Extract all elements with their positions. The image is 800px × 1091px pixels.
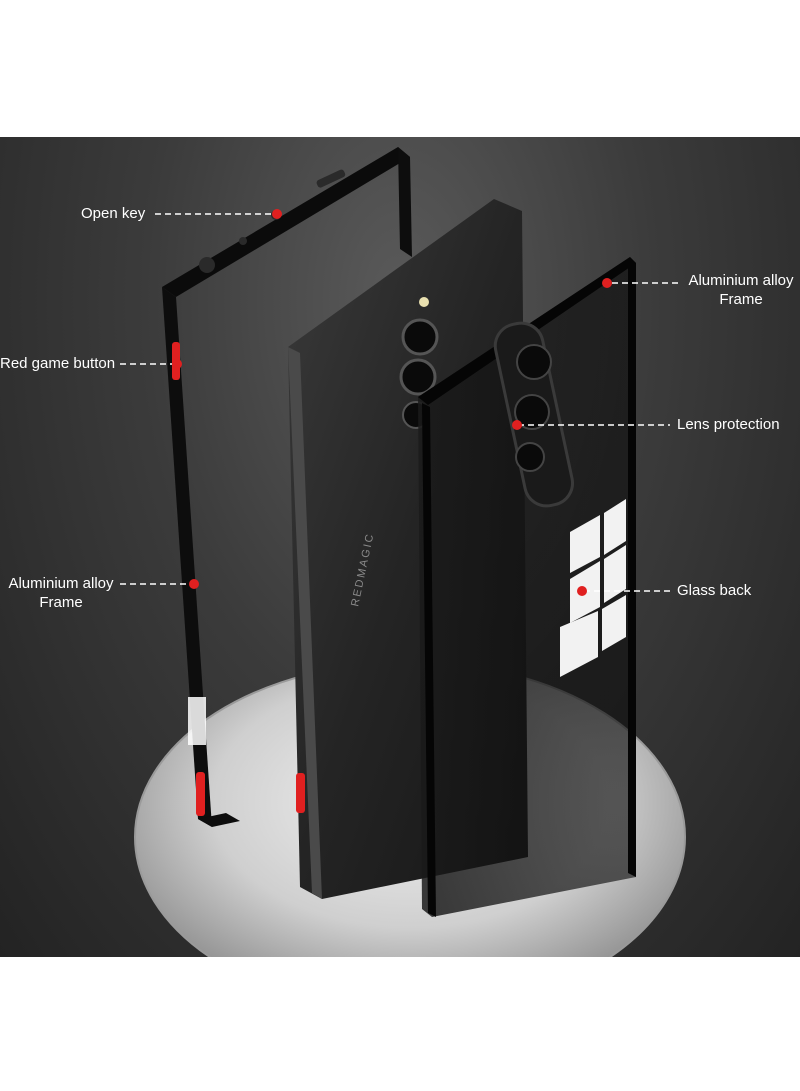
callout-red-game-button: Red game button: [0, 355, 116, 372]
callout-frame-right: Aluminium alloy Frame: [682, 271, 800, 309]
callout-open-key: Open key: [81, 205, 146, 222]
callout-glass-back: Glass back: [677, 582, 752, 599]
left-frame: [162, 147, 412, 827]
callout-frame-right-line2: Frame: [719, 291, 763, 308]
callout-frame-left-line2: Frame: [39, 594, 83, 611]
window-reflection: [560, 499, 626, 677]
lens-protection-module: [493, 321, 575, 508]
callout-frame-right-line1: Aluminium alloy: [688, 272, 794, 289]
product-photo: REDMAGIC: [0, 137, 800, 957]
callout-lens-protection: Lens protection: [677, 416, 780, 433]
callout-frame-left-line1: Aluminium alloy: [8, 575, 114, 592]
callout-markers: [172, 209, 612, 596]
callout-lines: [120, 213, 678, 592]
glass-back-panel: [418, 257, 636, 917]
callout-frame-left: Aluminium alloy Frame: [2, 574, 120, 612]
